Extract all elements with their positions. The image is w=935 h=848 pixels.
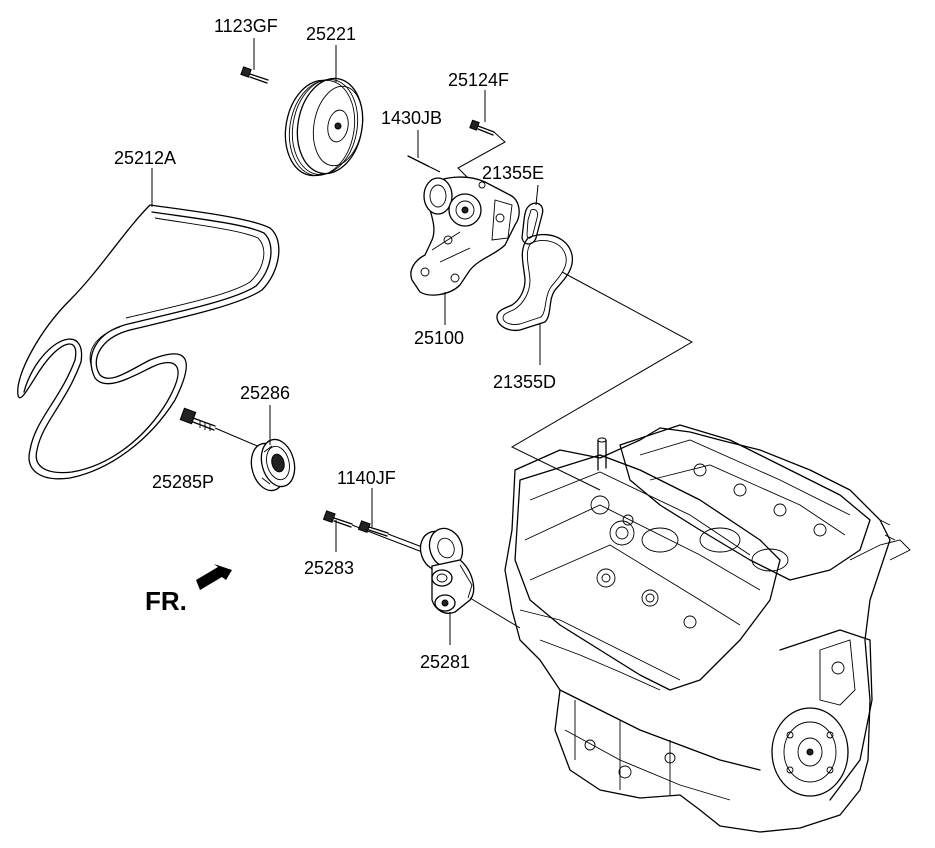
gasket-21355E[interactable] xyxy=(521,202,544,245)
label-21355E[interactable]: 21355E xyxy=(482,163,544,183)
leader-lines xyxy=(151,38,694,645)
idler-pulley-25286[interactable] xyxy=(246,436,299,495)
front-arrow-icon xyxy=(196,564,232,590)
label-1123GF[interactable]: 1123GF xyxy=(214,16,278,36)
belt-tensioner-25281[interactable] xyxy=(415,524,521,629)
bolt-25124F[interactable] xyxy=(469,119,495,136)
label-25212A[interactable]: 25212A xyxy=(114,148,176,168)
pulley-25221[interactable] xyxy=(278,73,370,181)
label-25221[interactable]: 25221 xyxy=(306,24,356,44)
label-25285P[interactable]: 25285P xyxy=(152,472,214,492)
engine-block xyxy=(504,424,911,833)
gasket-21355D[interactable] xyxy=(496,233,574,332)
label-25286[interactable]: 25286 xyxy=(240,383,290,403)
label-25281[interactable]: 25281 xyxy=(420,652,470,672)
drive-belt[interactable] xyxy=(17,204,280,480)
label-21355D[interactable]: 21355D xyxy=(493,372,556,392)
label-1430JB[interactable]: 1430JB xyxy=(381,108,442,128)
water-pump-25100[interactable] xyxy=(410,176,520,296)
bolt-1123GF[interactable] xyxy=(240,66,269,84)
front-label: FR. xyxy=(145,586,187,616)
bolt-1140JF[interactable] xyxy=(357,520,431,551)
front-direction-indicator: FR. xyxy=(145,564,232,616)
part-labels: 1123GF 25221 25124F 1430JB 21355E 25212A… xyxy=(114,16,556,672)
label-25283[interactable]: 25283 xyxy=(304,558,354,578)
bolt-25285P[interactable] xyxy=(179,407,263,449)
label-25124F[interactable]: 25124F xyxy=(448,70,509,90)
label-1140JF[interactable]: 1140JF xyxy=(337,468,396,488)
dowel-pin-1430JB[interactable] xyxy=(407,155,441,173)
label-25100[interactable]: 25100 xyxy=(414,328,464,348)
